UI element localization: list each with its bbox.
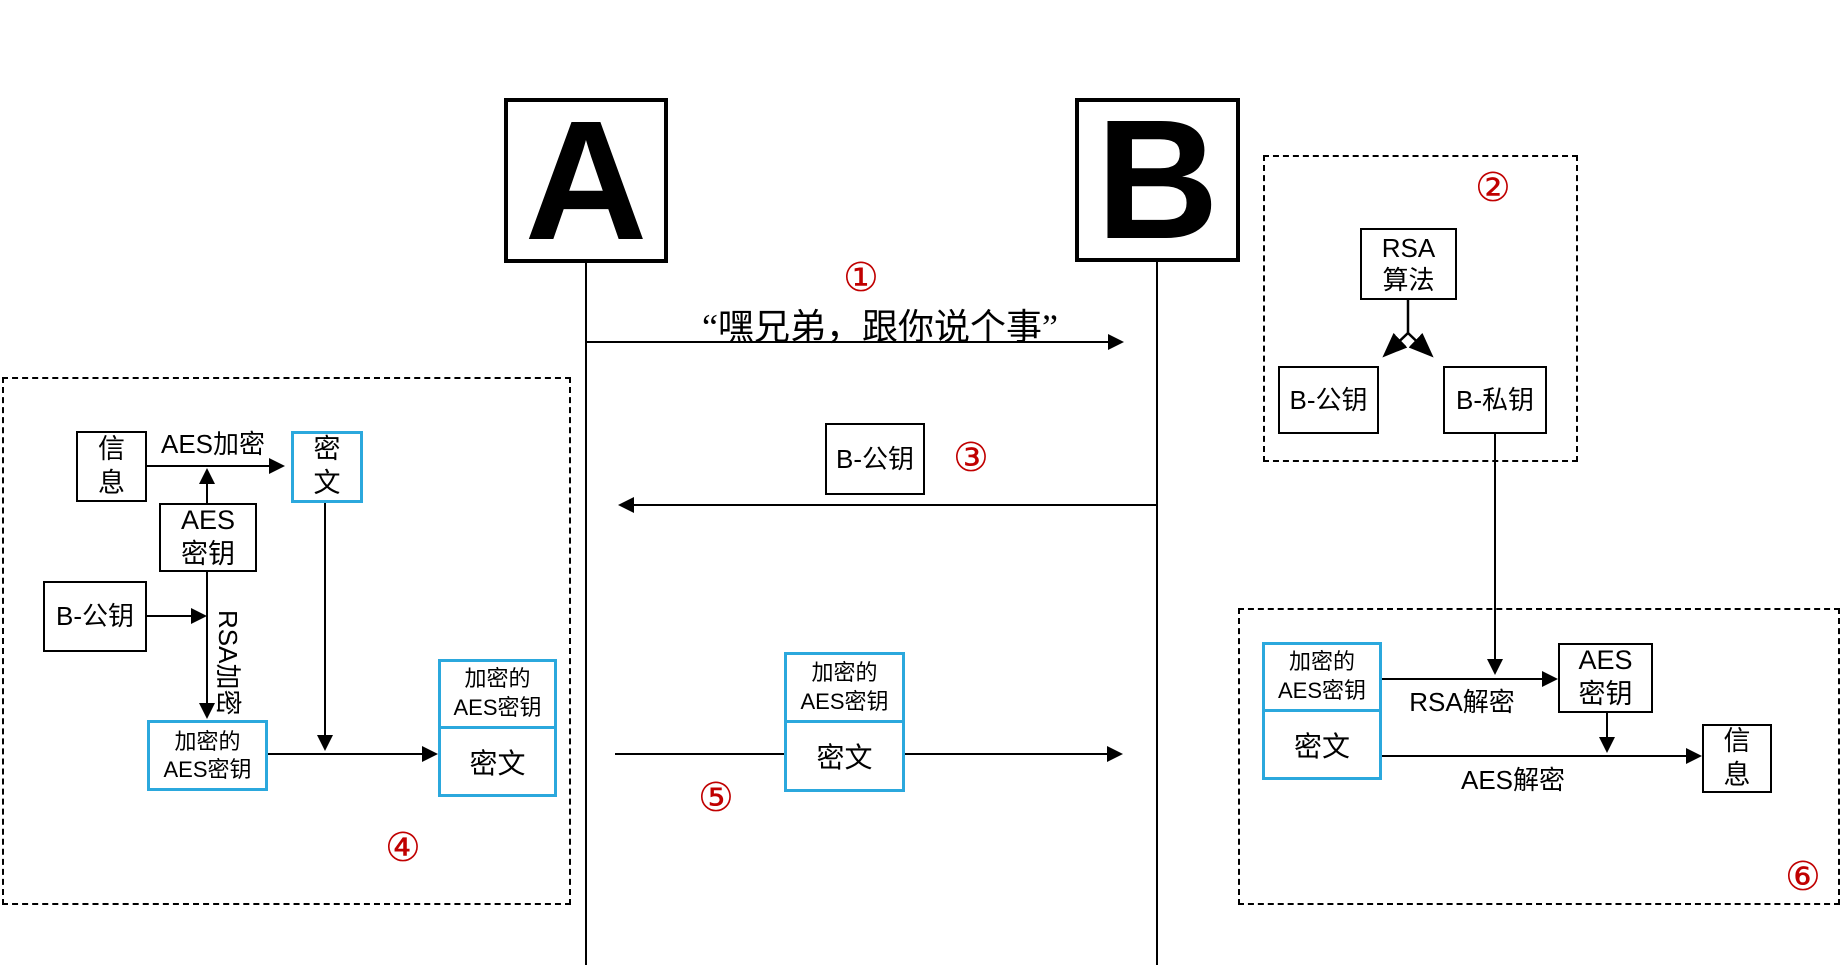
step-3-badge: ③: [953, 435, 989, 481]
encrypt-package-top-line1: 加密的: [464, 666, 531, 692]
aeskey-up-arrowhead: [199, 468, 215, 484]
message-5-package-top: 加密的 AES密钥: [787, 655, 902, 723]
message-1-label: “嘿兄弟，跟你说个事”: [702, 307, 1058, 347]
lifeline-a: [585, 263, 587, 965]
private-key-arrowhead-down: [1487, 659, 1503, 675]
rsa-algorithm-line1: RSA: [1381, 232, 1436, 263]
message-1-line: [586, 341, 1108, 343]
encrypt-package-top: 加密的 AES密钥: [441, 662, 554, 729]
message-5-arrowhead-right: [1107, 746, 1123, 762]
rsa-algorithm-box: RSA 算法: [1360, 228, 1457, 300]
encrypt-b-public-key-box: B-公钥: [43, 581, 147, 652]
step-5-badge: ⑤: [698, 775, 734, 821]
message-5-line-left: [615, 753, 784, 755]
decrypt-package-box: 加密的 AES密钥 密文: [1262, 642, 1382, 780]
message-5-package-box: 加密的 AES密钥 密文: [784, 652, 905, 792]
encrypt-info-box: 信 息: [76, 431, 147, 502]
message-5-package-bottom: 密文: [787, 723, 902, 789]
encrypt-aes-key-box: AES 密钥: [159, 503, 257, 572]
message-5-package-bottom-label: 密文: [816, 743, 873, 774]
encrypt-group-border: [2, 377, 571, 905]
keygen-private-key-box: B-私钥: [1443, 366, 1547, 434]
encrypt-aes-key-line2: 密钥: [181, 538, 235, 569]
encrypt-package-bottom-label: 密文: [469, 748, 526, 780]
decrypt-package-top: 加密的 AES密钥: [1265, 645, 1379, 712]
lifeline-b: [1156, 262, 1158, 965]
rsa-decrypt-arrowhead: [1542, 671, 1558, 687]
decrypt-package-top-line1: 加密的: [1288, 649, 1355, 675]
message-5-package-top-line2: AES密钥: [800, 688, 889, 714]
actor-b-box: B: [1075, 85, 1240, 275]
decrypt-info-box: 信 息: [1702, 724, 1772, 793]
encrypt-info-line2: 息: [98, 467, 125, 498]
keygen-split-arrows: [1382, 300, 1434, 358]
message-1-arrowhead-right: [1108, 334, 1124, 350]
encrypt-b-public-key-label: B-公钥: [55, 601, 134, 632]
aes-decrypt-label: AES解密: [1460, 765, 1566, 795]
decrypt-info-line2: 息: [1723, 759, 1751, 790]
encrypted-aes-key-line1: 加密的: [174, 729, 241, 754]
aes-decrypt-line: [1382, 755, 1686, 757]
cipher-down-line: [324, 503, 326, 735]
rsa-decrypt-label: RSA解密: [1409, 687, 1515, 717]
message-5-line-right: [905, 753, 1107, 755]
encrypt-cipher-box: 密 文: [291, 431, 363, 503]
encrypt-encrypted-aes-key-box: 加密的 AES密钥: [147, 720, 268, 791]
rsa-encrypt-label: RSA加密: [213, 610, 243, 716]
message-3-key-box: B-公钥: [825, 423, 925, 495]
encrypt-package-top-line2: AES密钥: [453, 695, 542, 720]
encrypted-aes-key-line2: AES密钥: [163, 756, 252, 782]
encrypt-cipher-line2: 文: [313, 468, 341, 498]
info-to-cipher-line: [147, 465, 269, 467]
decrypt-package-bottom: 密文: [1265, 712, 1379, 777]
keygen-public-key-label: B-公钥: [1289, 384, 1368, 415]
message-3-key-label: B-公钥: [835, 443, 914, 474]
step-1-badge: ①: [843, 255, 879, 301]
actor-a-label: A: [524, 85, 648, 276]
aeskey-up-line: [206, 484, 208, 503]
cipher-down-arrowhead: [317, 735, 333, 751]
decrypt-group-border: [1238, 608, 1840, 905]
keygen-private-key-label: B-私钥: [1455, 384, 1534, 415]
pubkey-to-rsa-arrowhead: [191, 608, 207, 624]
decrypt-aes-key-box: AES 密钥: [1558, 643, 1653, 713]
keygen-group-border: [1263, 155, 1578, 462]
aes-encrypt-label: AES加密: [160, 429, 266, 459]
pubkey-to-rsa-line: [147, 615, 191, 617]
step-6-badge: ⑥: [1785, 854, 1821, 900]
enckey-to-package-line: [268, 753, 422, 755]
aeskey-down-arrowhead: [1599, 737, 1615, 753]
actor-a-box: A: [504, 85, 668, 276]
decrypt-package-top-line2: AES密钥: [1277, 678, 1367, 703]
encrypt-package-bottom: 密文: [441, 729, 554, 794]
rsa-encrypt-line: [206, 572, 208, 703]
rsa-decrypt-line: [1382, 678, 1542, 680]
step-4-badge: ④: [385, 825, 421, 871]
encrypt-info-line1: 信: [98, 433, 125, 464]
message-5-package-top-line1: 加密的: [811, 659, 878, 685]
step-2-badge: ②: [1475, 165, 1511, 211]
aes-decrypt-arrowhead: [1686, 748, 1702, 764]
encrypt-cipher-line1: 密: [313, 434, 341, 465]
decrypt-package-bottom-label: 密文: [1293, 731, 1350, 763]
decrypt-info-line1: 信: [1723, 725, 1751, 756]
encrypt-package-box: 加密的 AES密钥 密文: [438, 659, 557, 797]
private-key-to-decrypt-line: [1494, 434, 1496, 659]
aeskey-down-line: [1606, 713, 1608, 737]
rsa-encrypt-arrowhead-down: [199, 703, 215, 719]
encrypt-aes-key-line1: AES: [180, 504, 236, 535]
actor-b-label: B: [1096, 85, 1219, 275]
enckey-to-package-arrowhead: [422, 746, 438, 762]
keygen-public-key-box: B-公钥: [1278, 366, 1379, 434]
message-3-line: [634, 504, 1157, 506]
rsa-algorithm-line2: 算法: [1382, 265, 1435, 295]
message-3-arrowhead-left: [618, 497, 634, 513]
info-to-cipher-arrowhead: [269, 458, 285, 474]
decrypt-aes-key-line1: AES: [1578, 645, 1633, 676]
decrypt-aes-key-line2: 密钥: [1578, 679, 1633, 709]
